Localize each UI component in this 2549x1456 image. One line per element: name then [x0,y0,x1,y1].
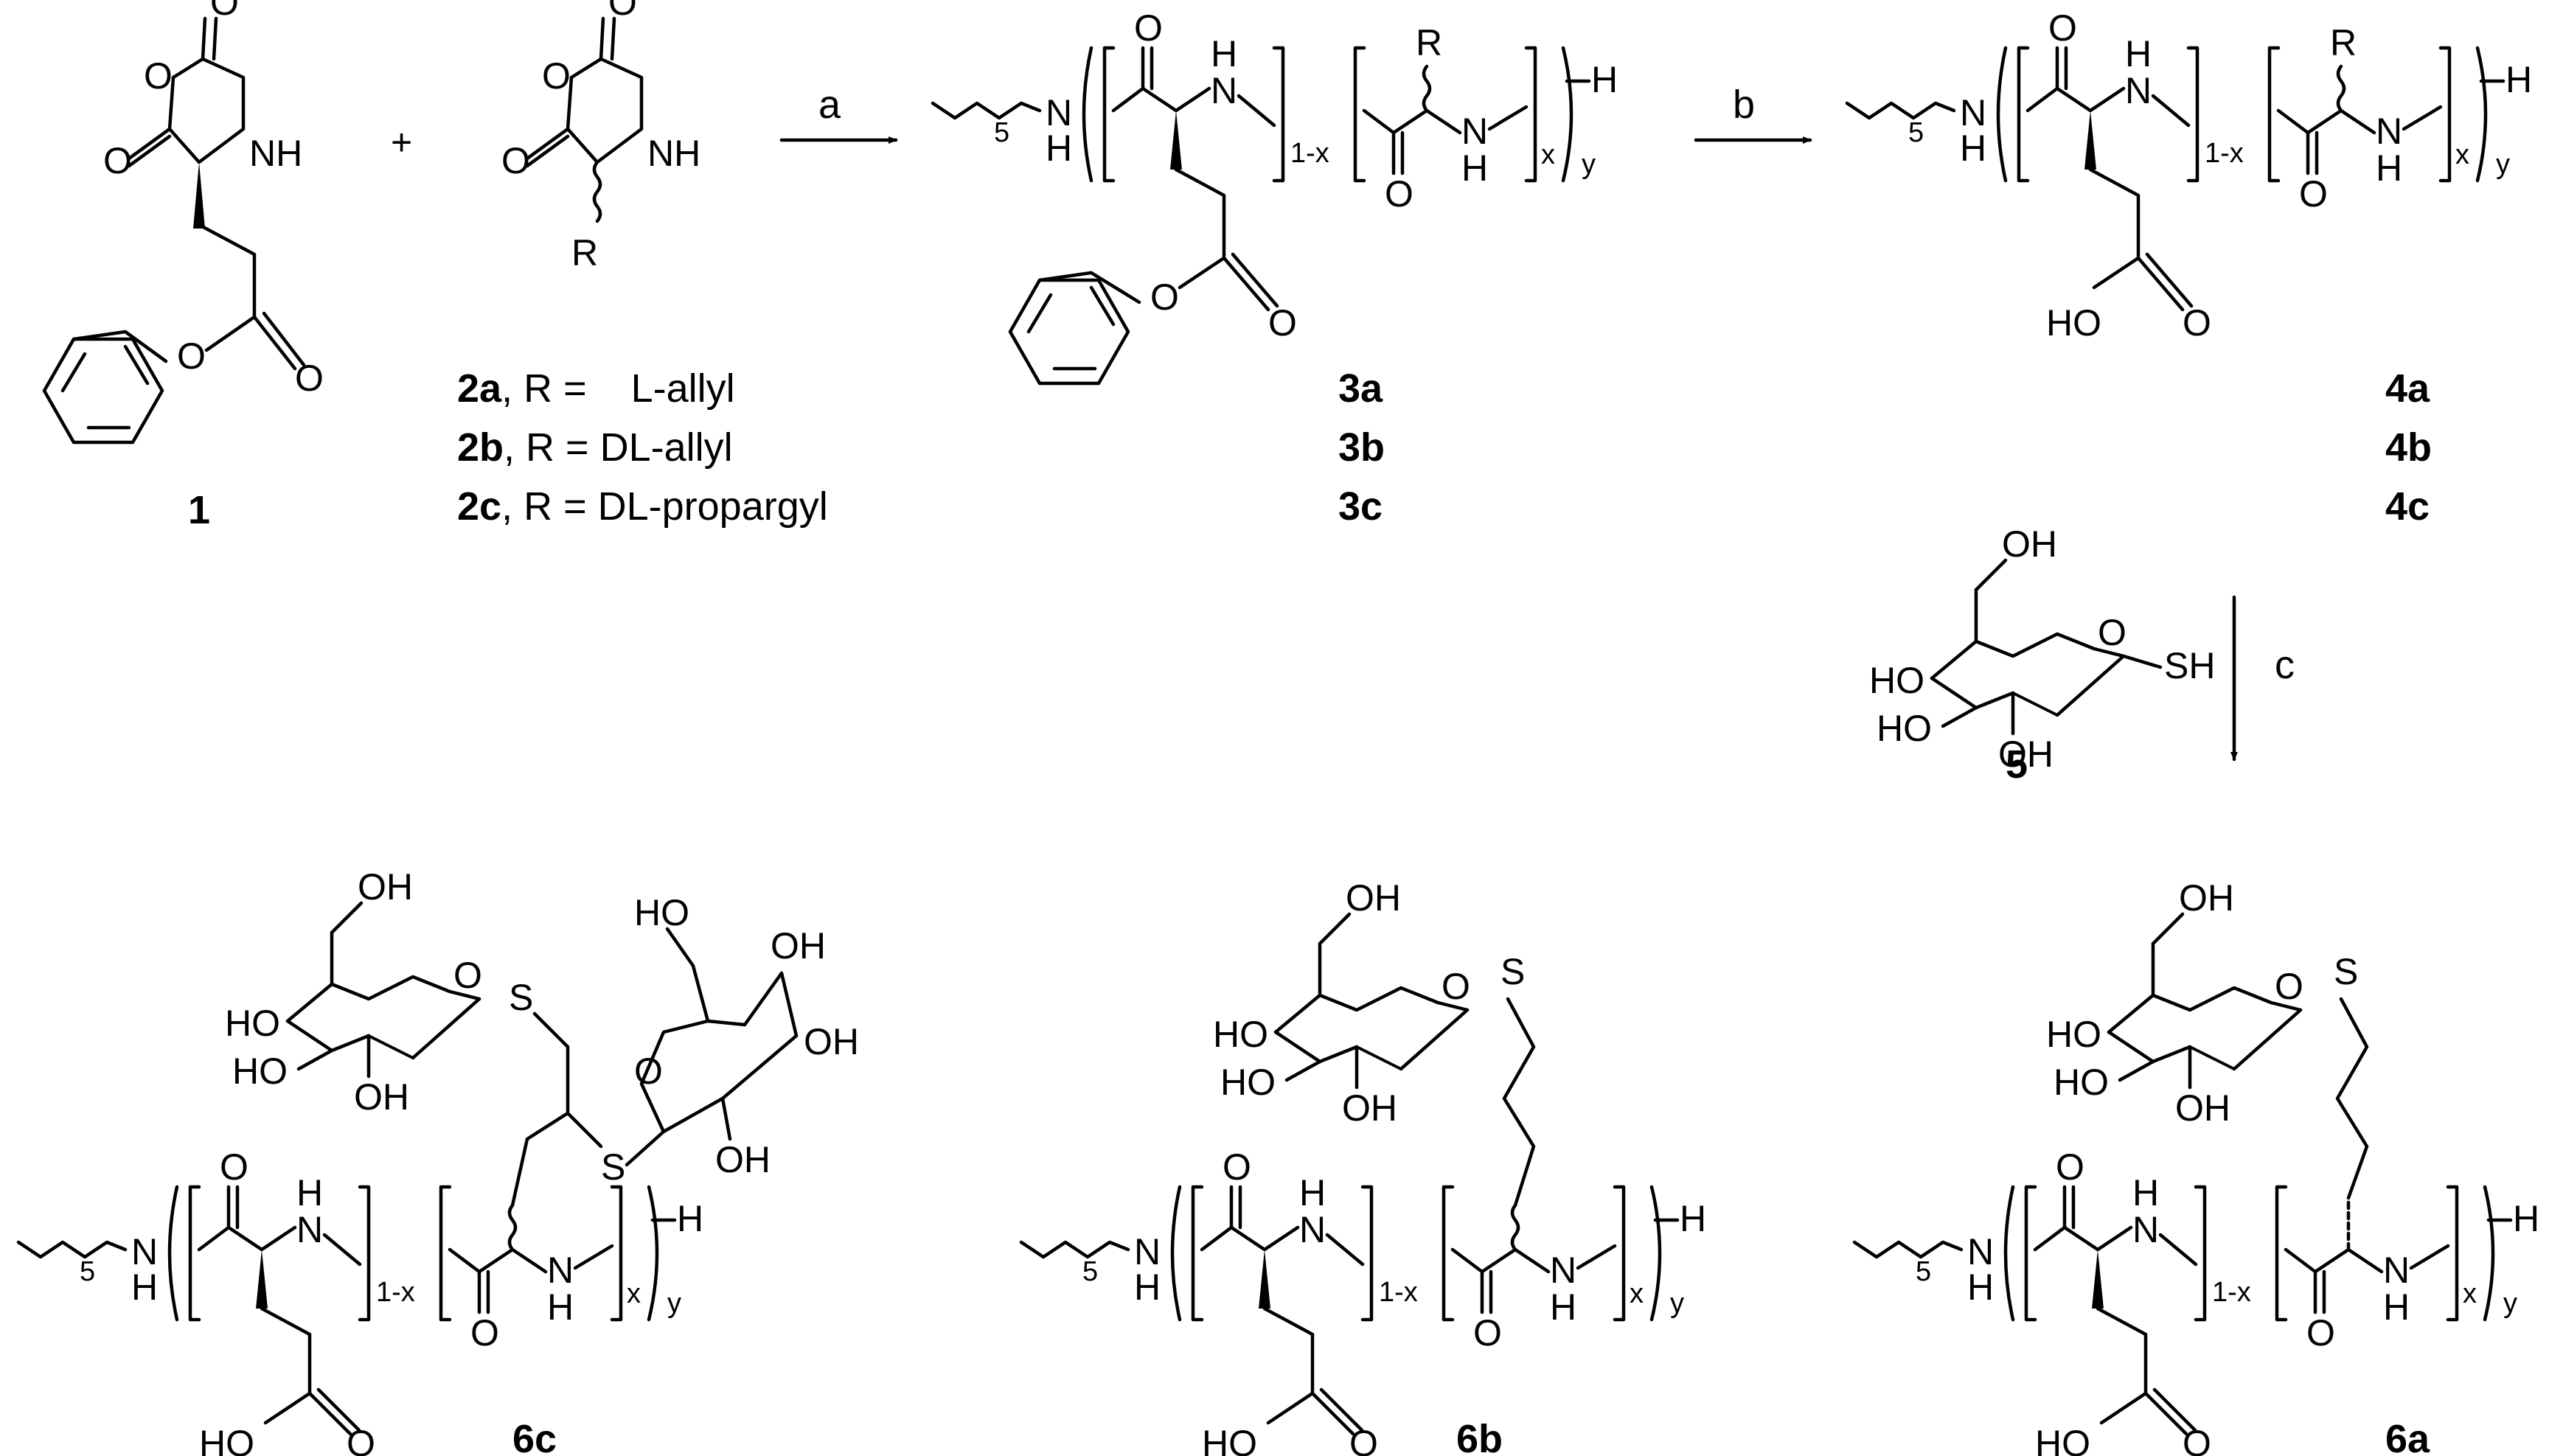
svg-text:R: R [571,232,598,274]
svg-text:O: O [501,140,530,181]
svg-text:OH: OH [771,925,826,966]
svg-text:O: O [144,55,173,97]
svg-text:R: R [2330,22,2357,63]
svg-text:O: O [347,1423,375,1456]
svg-text:O: O [2183,1423,2211,1456]
svg-text:NH: NH [647,133,700,174]
svg-text:4b: 4b [2385,425,2432,470]
compound-5: SH 5 [1869,523,2215,787]
svg-text:O: O [210,0,239,23]
svg-text:O: O [1268,302,1297,344]
svg-text:6a: 6a [2385,1417,2430,1456]
svg-text:5: 5 [2006,742,2028,787]
svg-text:OH: OH [715,1139,771,1180]
compound-6a: S O HO 6a [1854,877,2539,1456]
svg-text:S: S [601,1146,625,1188]
svg-text:S: S [1500,951,1525,992]
compound-6b: S O HO 6b [1021,877,1706,1456]
svg-text:3b: 3b [1338,425,1385,470]
svg-text:O: O [2183,302,2211,344]
svg-text:b: b [1733,83,1755,127]
compound-3: R O O 3a 3b 3c [933,7,1618,529]
svg-text:O: O [295,358,324,399]
svg-text:R: R [1416,22,1442,63]
plus-sign: + [391,122,412,163]
svg-text:3a: 3a [1338,366,1383,411]
svg-text:1: 1 [188,488,210,532]
svg-text:HO: HO [634,892,689,933]
compound-1: O O NH O O O 1 [42,0,324,532]
svg-text:a: a [818,83,841,127]
arrow-b: b [1694,83,1812,144]
svg-text:O: O [1349,1423,1378,1456]
svg-text:HO: HO [1202,1423,1257,1456]
svg-text:2c, R = DL-propargyl: 2c, R = DL-propargyl [457,484,828,529]
compound-6c: S S HO OH OH OH O O HO 6c [18,866,859,1456]
svg-text:HO: HO [2035,1423,2090,1456]
svg-text:O: O [177,335,206,377]
svg-text:4c: 4c [2385,484,2430,529]
svg-text:HO: HO [199,1423,254,1456]
svg-text:O: O [634,1051,663,1092]
svg-text:SH: SH [2164,645,2215,686]
svg-text:OH: OH [804,1021,859,1062]
compound-4: R O HO 4a 4b 4c [1847,7,2532,529]
svg-text:c: c [2275,643,2295,687]
svg-text:6b: 6b [1456,1417,1503,1456]
arrow-c: c [2230,595,2295,762]
svg-text:O: O [608,0,637,23]
arrow-a: a [779,83,898,144]
svg-text:HO: HO [2046,302,2101,344]
svg-text:3c: 3c [1338,484,1383,529]
svg-text:2a, R = L-allyl: 2a, R = L-allyl [457,366,735,411]
svg-text:O: O [542,55,571,97]
svg-text:S: S [2334,951,2358,992]
svg-text:S: S [509,977,533,1018]
svg-text:O: O [103,140,132,181]
svg-text:2b, R = DL-allyl: 2b, R = DL-allyl [457,425,733,470]
svg-text:O: O [1150,276,1179,318]
svg-text:4a: 4a [2385,366,2430,411]
svg-text:6c: 6c [512,1417,557,1456]
compound-2: O O NH O R 2a, R = L-allyl 2b, R = DL-al… [457,0,828,529]
svg-text:NH: NH [249,133,302,174]
